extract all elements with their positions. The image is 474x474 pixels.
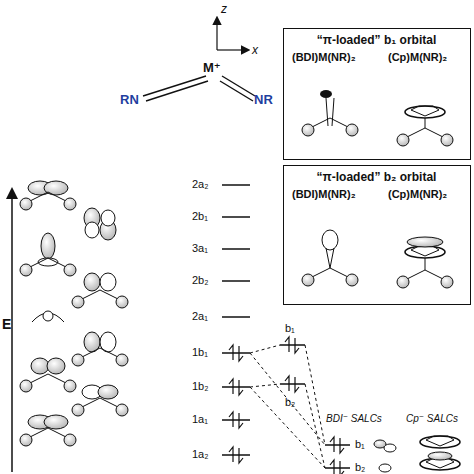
orbital-label: 2a₂ [192,178,209,190]
orbital-label: b₂ [355,461,365,473]
ligand-label: RN [120,92,139,107]
orbital-label: 2b₁ [192,210,208,222]
axis-label: z [221,2,227,16]
axis-label: x [252,43,258,57]
complex-name: (BDI)M(NR)₂ [292,188,382,200]
complex-name: (BDI)M(NR)₂ [292,51,382,63]
orbital-label: 1b₂ [192,380,209,392]
box-heading: “π-loaded” b₁ orbital [284,33,469,47]
complex-name: (Cp)M(NR)₂ [388,188,468,200]
orbital-label: 2a₁ [192,310,208,322]
orbital-label: 1b₁ [192,346,208,358]
complex-name: (Cp)M(NR)₂ [388,51,468,63]
orbital-label: b₂ [285,396,295,408]
callout-box: “π-loaded” b₂ orbital (BDI)M(NR)₂ (Cp)M(NR… [283,165,471,305]
callout-box: “π-loaded” b₁ orbital (BDI)M(NR)₂ (Cp)M(NR… [283,28,471,160]
box-heading: “π-loaded” b₂ orbital [284,170,469,184]
salc-label: BDI⁻ SALCs [326,413,382,424]
orbital-label: 1a₁ [192,413,208,425]
ligand-label: NR [254,92,273,107]
orbital-label: 3a₁ [192,242,208,254]
energy-axis-label: E [2,316,11,332]
metal-label: M⁺ [203,60,221,75]
orbital-label: b₁ [355,438,365,450]
orbital-label: b₁ [285,322,295,334]
orbital-label: 2b₂ [192,274,209,286]
salc-label: Cp⁻ SALCs [406,413,458,424]
orbital-label: 1a₂ [192,448,209,460]
